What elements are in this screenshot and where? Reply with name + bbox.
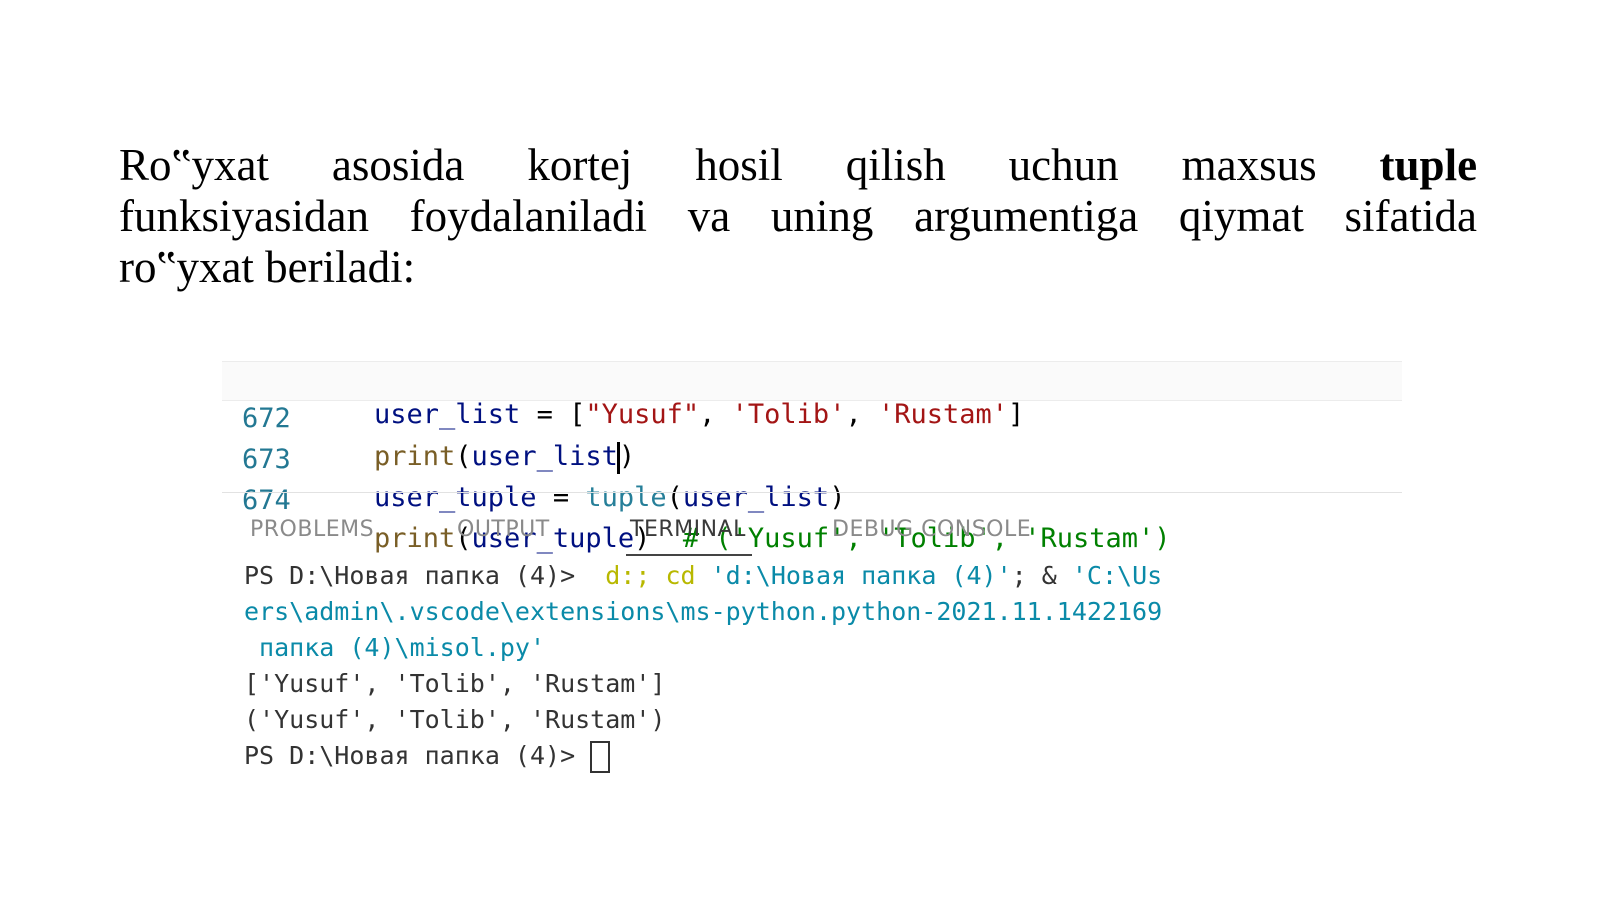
tab-output[interactable]: OUTPUT <box>457 517 550 542</box>
terminal[interactable]: PS D:\Новая папка (4)> d:; cd 'd:\Новая … <box>244 558 1402 774</box>
terminal-output-list: ['Yusuf', 'Tolib', 'Rustam'] <box>244 669 666 698</box>
paragraph-line-2: funksiyasidan foydalaniladi va uning arg… <box>119 191 1477 241</box>
line-number: 672 <box>242 403 291 434</box>
code-line-673[interactable]: 673 user_tuple = tuple(user_list) <box>222 403 1402 513</box>
code-line-674[interactable]: 674 print(user_tuple) # ('Yusuf', 'Tolib… <box>222 444 1402 554</box>
tab-debug-console[interactable]: DEBUG CONSOLE <box>832 517 1032 542</box>
editor-panel-divider <box>222 492 1402 493</box>
line-number: 674 <box>242 485 291 516</box>
word: asosida <box>331 140 465 190</box>
word: hosil <box>695 140 783 190</box>
word: maxsus <box>1181 140 1317 190</box>
terminal-cursor <box>590 741 611 773</box>
terminal-prompt[interactable]: PS D:\Новая папка (4)> <box>244 738 1402 774</box>
word: Ro‟yxat <box>119 140 269 190</box>
instruction-paragraph: Ro‟yxat asosida kortej hosil qilish uchu… <box>119 140 1477 293</box>
terminal-command-line: PS D:\Новая папка (4)> d:; cd 'd:\Новая … <box>244 561 1163 590</box>
code-text: user_list = ["Yusuf", 'Tolib', 'Rustam'] <box>374 399 1025 430</box>
terminal-command-continuation: ers\admin\.vscode\extensions\ms-python.p… <box>244 597 1163 626</box>
line-number: 673 <box>242 444 291 475</box>
word: kortej <box>527 140 633 190</box>
code-text: print(user_tuple) # ('Yusuf', 'Tolib', '… <box>374 523 1171 554</box>
terminal-command-continuation: папка (4)\misol.py' <box>244 633 546 662</box>
text-cursor <box>616 441 620 474</box>
tab-terminal[interactable]: TERMINAL <box>626 510 752 556</box>
vscode-screenshot: 671 user_list = ["Yusuf", 'Tolib', 'Rust… <box>222 318 1402 798</box>
code-text: print(user_list) <box>374 441 636 474</box>
code-text: user_tuple = tuple(user_list) <box>374 482 846 513</box>
tab-problems[interactable]: PROBLEMS <box>250 517 375 542</box>
word: qilish <box>845 140 946 190</box>
bold-keyword-tuple: tuple <box>1379 140 1478 190</box>
code-line-672[interactable]: 672 print(user_list) <box>222 361 1402 474</box>
paragraph-line-3: ro‟yxat beriladi: <box>119 242 416 292</box>
terminal-output-tuple: ('Yusuf', 'Tolib', 'Rustam') <box>244 705 666 734</box>
word: uchun <box>1008 140 1119 190</box>
code-editor[interactable]: 671 user_list = ["Yusuf", 'Tolib', 'Rust… <box>222 318 1402 554</box>
code-line-671[interactable]: 671 user_list = ["Yusuf", 'Tolib', 'Rust… <box>222 320 1402 430</box>
panel-tabs: PROBLEMS OUTPUT TERMINAL DEBUG CONSOLE <box>222 510 1402 556</box>
paragraph-line-1: Ro‟yxat asosida kortej hosil qilish uchu… <box>119 140 1477 191</box>
